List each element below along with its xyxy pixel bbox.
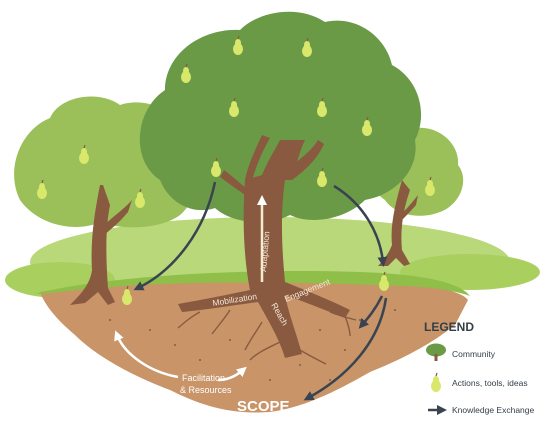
facilitation-arrows xyxy=(114,330,247,382)
scope-label: SCOPE xyxy=(237,398,290,415)
tree-icon xyxy=(426,343,446,361)
arrow-down-right xyxy=(358,295,384,329)
legend-item-community: Community xyxy=(452,349,496,359)
arrow-to-left-tree xyxy=(133,181,217,291)
legend-item-actions: Actions, tools, ideas xyxy=(452,378,528,388)
facilitation-label-line2: & Resources xyxy=(180,385,232,395)
facilitation-arrow-left xyxy=(114,330,179,379)
legend-title: LEGEND xyxy=(424,320,474,334)
main-tree-trunk xyxy=(178,135,350,358)
roots xyxy=(177,309,357,365)
facilitation-arrow-right xyxy=(217,366,247,382)
left-trunk xyxy=(70,185,132,305)
right-trunk xyxy=(378,180,418,266)
soil-specks xyxy=(109,309,396,381)
arrow-to-right-tree xyxy=(333,184,388,267)
legend-item-knowledge-exchange: Knowledge Exchange xyxy=(452,405,535,415)
pear-icon xyxy=(430,372,442,393)
main-tree-canopy xyxy=(139,11,422,223)
arrow-to-scope xyxy=(303,297,388,401)
knowledge-exchange-arrows xyxy=(133,181,388,401)
facilitation-label-line1: Facilitation xyxy=(182,373,225,383)
legend: LEGEND Community Actions, tools, ideas K… xyxy=(424,320,535,415)
soil-ground xyxy=(35,270,470,413)
